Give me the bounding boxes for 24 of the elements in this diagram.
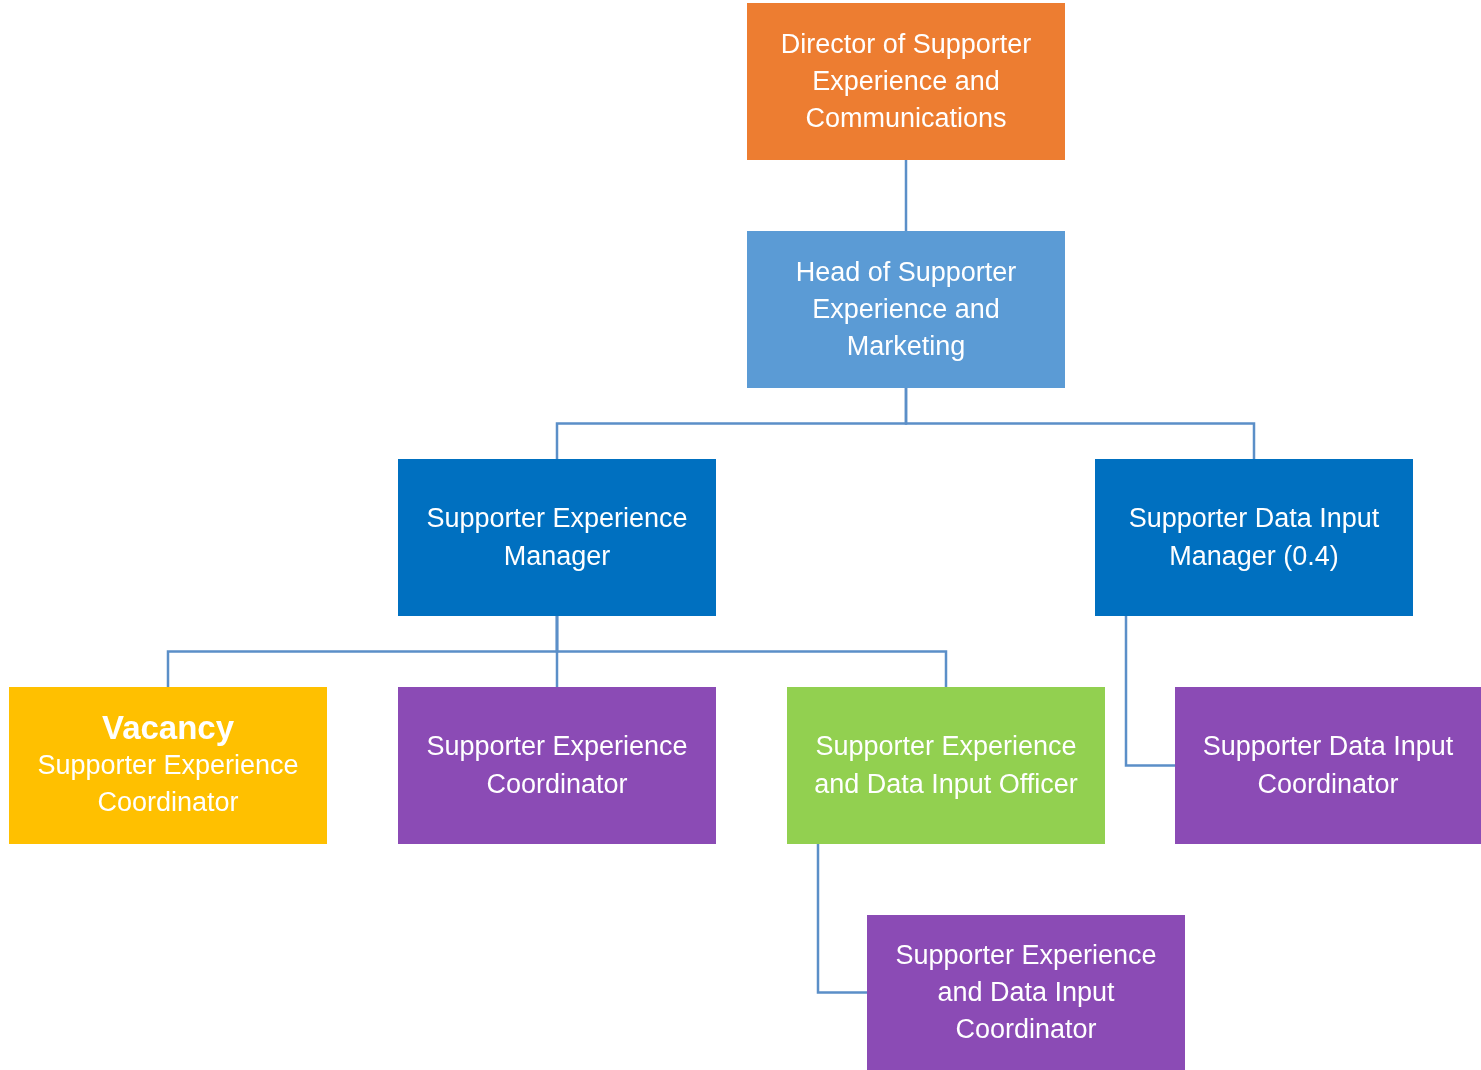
- role-box: [747, 231, 1065, 388]
- connector-line: [904, 160, 908, 231]
- role-box: [398, 459, 716, 616]
- role-title: Head of Supporter Experience and Marketing: [794, 255, 1018, 364]
- connector-line: [1124, 616, 1175, 767]
- role-title: Supporter Experience Coordinator: [36, 749, 300, 820]
- connector-line: [816, 844, 867, 994]
- role-box: [398, 687, 716, 844]
- connector-line: [555, 616, 948, 687]
- role-title: Supporter Data Input Coordinator: [1201, 730, 1455, 801]
- role-title: Supporter Experience and Data Input Coordinator: [894, 938, 1158, 1047]
- role-box: [867, 915, 1185, 1070]
- connector-line: [904, 388, 1256, 459]
- role-title: Supporter Experience Coordinator: [425, 730, 689, 801]
- role-box: [787, 687, 1105, 844]
- role-box: [9, 687, 327, 844]
- role-title: Supporter Experience and Data Input Officer: [813, 730, 1079, 801]
- role-title: Supporter Experience Manager: [425, 502, 689, 573]
- role-title: Supporter Data Input Manager (0.4): [1127, 502, 1381, 573]
- role-box: [1175, 687, 1481, 844]
- role-box: [1095, 459, 1413, 616]
- role-box: [747, 3, 1065, 160]
- status-heading: Vacancy: [101, 709, 235, 748]
- role-title: Director of Supporter Experience and Communications: [779, 27, 1033, 136]
